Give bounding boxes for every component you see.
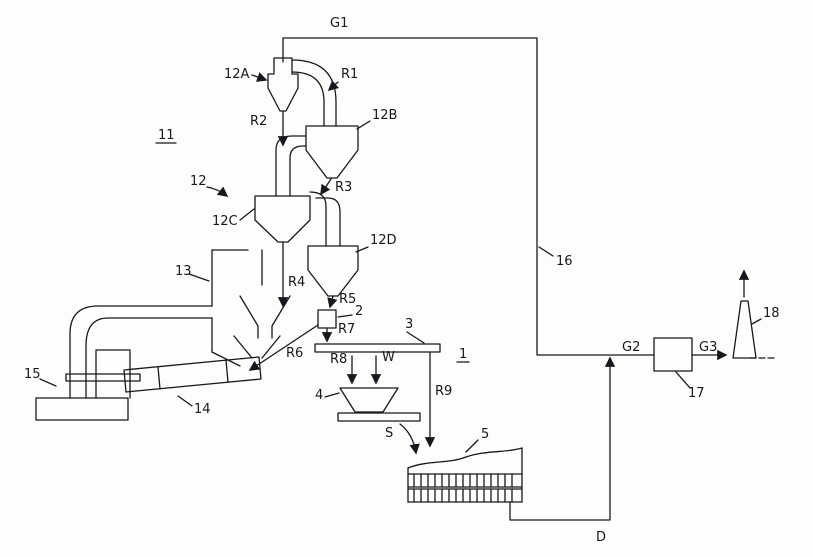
label-r1: R1 bbox=[341, 67, 358, 82]
leader-18 bbox=[751, 318, 762, 325]
housing-funnel-upper bbox=[239, 295, 291, 339]
leader-12d bbox=[355, 246, 369, 253]
cooler-exhaust-line bbox=[509, 356, 616, 521]
exhaust-system bbox=[653, 269, 776, 389]
leader-12 bbox=[206, 186, 229, 197]
riser-12d-inner bbox=[315, 197, 341, 247]
leader-12b bbox=[356, 120, 371, 130]
arrow-s bbox=[399, 423, 420, 455]
cyclone-12d bbox=[307, 245, 359, 297]
label-g2: G2 bbox=[622, 340, 640, 355]
lower-plate bbox=[337, 412, 421, 422]
duct-r1-outer bbox=[291, 59, 337, 127]
reference-labels: G1 12A R1 R2 12B 11 12 R3 12C 12D 13 R4 … bbox=[24, 16, 780, 545]
hood-duct-outer bbox=[69, 305, 213, 399]
leader-12a bbox=[251, 72, 268, 82]
label-s: S bbox=[385, 426, 393, 441]
label-18: 18 bbox=[763, 306, 780, 321]
leader-r1 bbox=[327, 80, 340, 92]
duct-d bbox=[509, 356, 616, 521]
riser-12d-outer bbox=[309, 191, 327, 247]
label-12a: 12A bbox=[224, 67, 250, 82]
label-r8: R8 bbox=[330, 352, 347, 367]
label-11: 11 bbox=[158, 128, 175, 143]
kiln-hood bbox=[35, 305, 213, 421]
cooler-bed-line bbox=[407, 447, 523, 469]
label-15: 15 bbox=[24, 367, 41, 382]
rotary-kiln bbox=[123, 356, 262, 407]
label-12b: 12B bbox=[372, 108, 397, 123]
hopper-4 bbox=[339, 387, 399, 413]
label-r9: R9 bbox=[435, 384, 452, 399]
kiln-tires bbox=[157, 359, 229, 390]
label-1: 1 bbox=[459, 347, 467, 362]
leader-13 bbox=[188, 273, 210, 282]
kiln-shell bbox=[123, 356, 262, 393]
riser-12c-outer bbox=[275, 135, 307, 197]
kiln-inlet-housing bbox=[188, 249, 291, 367]
label-3: 3 bbox=[405, 317, 413, 332]
arrow-r5 bbox=[327, 295, 338, 309]
label-g3: G3 bbox=[699, 340, 717, 355]
label-12d: 12D bbox=[370, 233, 397, 248]
clinker-cooler bbox=[407, 439, 523, 503]
arrow-r3 bbox=[320, 178, 332, 196]
label-d: D bbox=[596, 530, 606, 545]
label-12c: 12C bbox=[212, 214, 238, 229]
label-r7: R7 bbox=[338, 322, 355, 337]
label-r6: R6 bbox=[286, 346, 303, 361]
stack-18 bbox=[732, 300, 757, 359]
box-17 bbox=[653, 337, 693, 372]
riser-12c-inner bbox=[289, 145, 307, 197]
leader-14 bbox=[177, 395, 193, 407]
hood-base bbox=[35, 397, 129, 421]
hood-duct-inner bbox=[85, 317, 213, 399]
duct-r1-inner bbox=[291, 71, 325, 127]
gas-duct-line bbox=[282, 37, 655, 356]
label-r2: R2 bbox=[250, 114, 267, 129]
grate-frames bbox=[407, 473, 523, 503]
label-2: 2 bbox=[355, 304, 363, 319]
label-12: 12 bbox=[190, 174, 207, 189]
label-4: 4 bbox=[315, 388, 323, 403]
leader-16 bbox=[538, 246, 554, 257]
leader-15 bbox=[39, 378, 57, 387]
burner bbox=[65, 373, 141, 382]
grate-bars-bottom bbox=[413, 488, 513, 503]
cyclone-12c bbox=[254, 195, 311, 243]
label-13: 13 bbox=[175, 264, 192, 279]
label-14: 14 bbox=[194, 402, 211, 417]
label-17: 17 bbox=[688, 386, 705, 401]
arrow-r6 bbox=[248, 324, 319, 371]
cyclone-12b bbox=[305, 125, 359, 179]
cyclone-12a bbox=[267, 57, 299, 112]
label-r5: R5 bbox=[339, 292, 356, 307]
label-g1: G1 bbox=[330, 16, 348, 31]
preheater-tower bbox=[155, 57, 371, 308]
label-16: 16 bbox=[556, 254, 573, 269]
leader-12c bbox=[239, 208, 255, 221]
splitter-assembly bbox=[248, 295, 353, 371]
leader-4 bbox=[324, 392, 340, 398]
plate-hopper-assembly bbox=[314, 331, 470, 455]
main-gas-duct bbox=[282, 37, 655, 356]
label-5: 5 bbox=[481, 427, 489, 442]
housing-funnel-lower bbox=[233, 335, 281, 359]
leader-5 bbox=[465, 439, 479, 453]
leader-17 bbox=[675, 371, 691, 389]
splitter-box-2 bbox=[317, 309, 337, 329]
label-r4: R4 bbox=[288, 275, 305, 290]
leader-3 bbox=[406, 331, 425, 344]
housing-left bbox=[211, 249, 241, 367]
label-w: W bbox=[382, 350, 395, 365]
leader-2 bbox=[337, 314, 353, 318]
grate-bars-top bbox=[413, 473, 513, 488]
plate-3 bbox=[314, 343, 441, 353]
label-r3: R3 bbox=[335, 180, 352, 195]
